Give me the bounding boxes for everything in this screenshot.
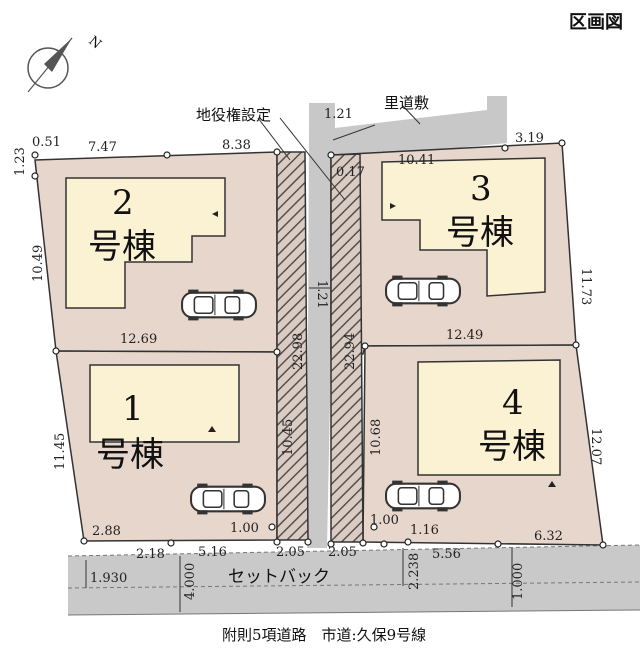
dim-label: 8.38 <box>222 138 251 153</box>
dim-label: 1.23 <box>13 147 28 176</box>
entrance-mark <box>212 211 218 217</box>
dim-label: 12.07 <box>588 428 603 465</box>
dim-label: 1.00 <box>230 521 259 536</box>
dim-label: 2.238 <box>407 553 422 590</box>
building-4 <box>417 359 561 476</box>
entrance-mark <box>548 481 556 487</box>
dim-label: 1.00 <box>370 513 399 528</box>
dim-label: 22.94 <box>343 333 358 370</box>
dim-label: 5.16 <box>198 545 227 560</box>
dim-label: 12.69 <box>120 332 157 347</box>
easement-label: 地役権設定 <box>196 106 271 124</box>
building-1 <box>89 364 240 443</box>
building-3-label: 号棟 <box>446 213 514 253</box>
dim-label: 0.17 <box>336 165 365 180</box>
dim-label: 0.51 <box>32 135 61 150</box>
easement-strips <box>276 151 364 543</box>
road-name-label: 附則5項道路 市道:久保9号線 <box>222 626 426 644</box>
building-4-number: 4 <box>502 383 524 423</box>
dim-label: 1.21 <box>314 280 329 309</box>
road-area <box>67 544 640 616</box>
dim-label: 10.49 <box>31 245 46 282</box>
building-2-label: 号棟 <box>88 227 156 267</box>
dim-label: 12.49 <box>446 328 483 343</box>
dim-label: 1.21 <box>324 107 353 122</box>
easement-leader <box>279 117 346 201</box>
dim-label: 1.000 <box>511 563 526 600</box>
dim-label: 10.45 <box>281 419 296 456</box>
car-icon <box>189 483 267 515</box>
building-4-label: 号棟 <box>478 427 546 467</box>
dim-121-line <box>332 124 376 141</box>
dim-label: 10.68 <box>369 419 384 456</box>
private-road-strip <box>307 96 507 548</box>
dim-label: 11.73 <box>578 268 593 305</box>
setback-label: セットバック <box>228 567 330 587</box>
building-2 <box>65 177 226 309</box>
building-1-number: 1 <box>122 389 144 429</box>
dim-label: 2.18 <box>136 547 165 562</box>
car-icon <box>384 275 462 307</box>
private-road-label: 里道敷 <box>384 94 429 112</box>
building-2-number: 2 <box>112 183 134 223</box>
building-1-label: 号棟 <box>96 435 164 475</box>
private-road-leader <box>401 104 421 125</box>
building-3-number: 3 <box>470 169 492 209</box>
car-icon <box>180 289 258 321</box>
compass-icon <box>27 37 73 93</box>
survey-points <box>31 139 607 549</box>
dim-label: 2.05 <box>328 545 357 560</box>
dim-label: 22.98 <box>291 333 306 370</box>
dim-label: 1.16 <box>410 523 439 538</box>
dim-label: 4.000 <box>183 563 198 600</box>
dim-label: 6.32 <box>534 529 563 544</box>
entrance-mark <box>390 203 396 209</box>
dim-label: 1.930 <box>90 571 127 586</box>
north-label: N <box>85 34 103 53</box>
easement-leader <box>257 117 291 161</box>
building-3 <box>381 157 546 297</box>
dim-label: 2.05 <box>276 545 305 560</box>
entrance-mark <box>208 426 216 432</box>
dim-label: 2.88 <box>92 524 121 539</box>
buildings <box>65 157 561 476</box>
dim-label: 5.56 <box>432 547 461 562</box>
car-icon <box>384 480 462 512</box>
dim-label: 10.41 <box>398 153 435 168</box>
dim-label: 3.19 <box>515 131 544 146</box>
road-dim-lines <box>85 548 513 612</box>
dim-label: 7.47 <box>88 140 117 155</box>
dim-label: 11.45 <box>53 433 68 470</box>
page-title: 区画図 <box>569 12 623 33</box>
